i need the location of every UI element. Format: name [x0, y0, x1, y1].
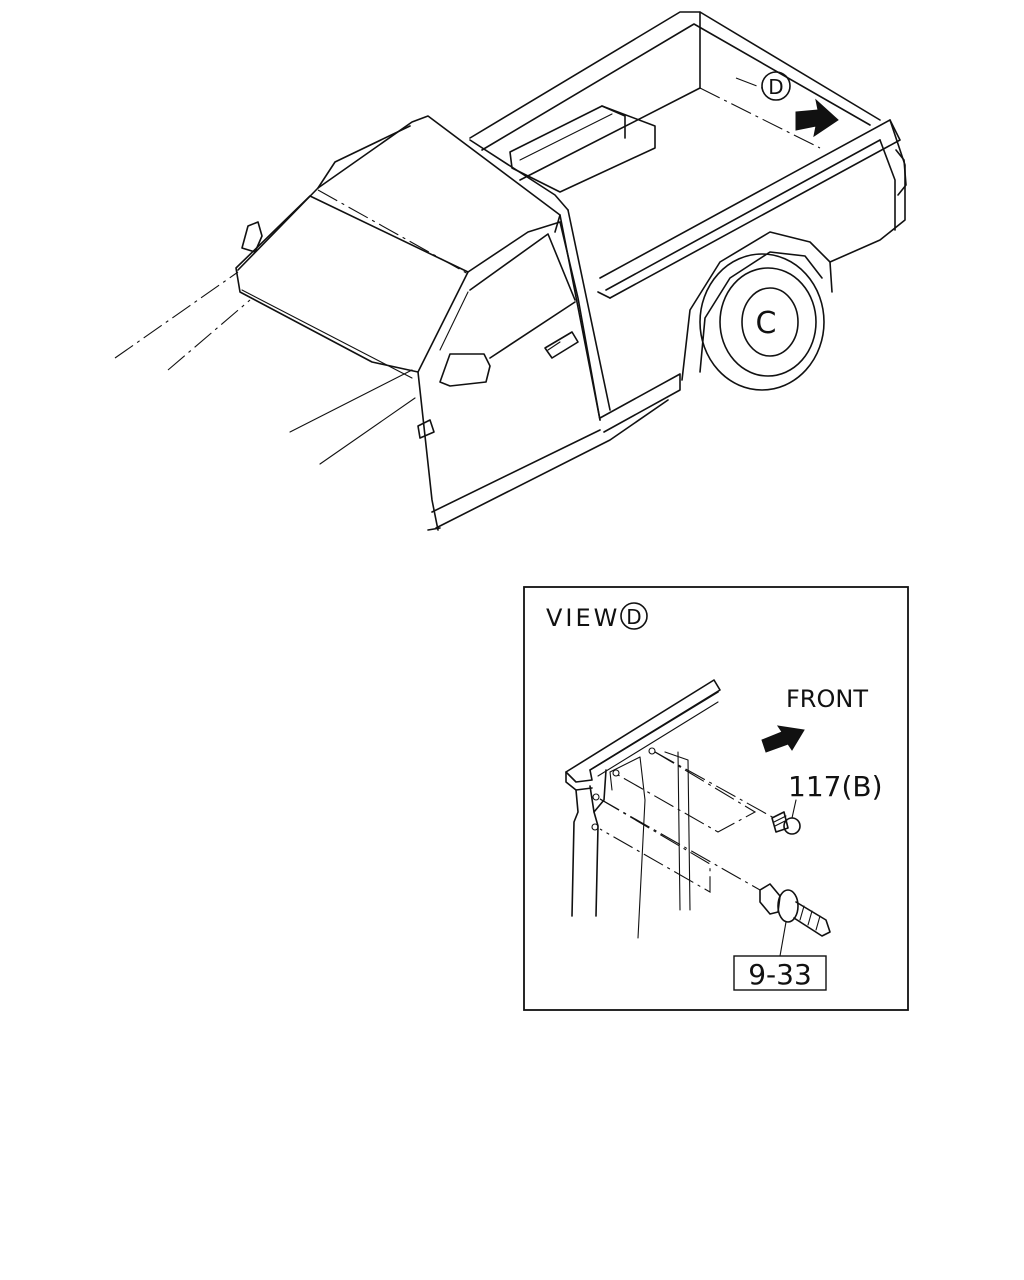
truck-overview: D C: [114, 11, 907, 531]
view-label: VIEW: [546, 604, 620, 632]
callout-d-circle: [761, 71, 791, 101]
view-letter-circle: [620, 602, 648, 630]
wheel-label: C: [756, 306, 777, 341]
detail-frame: [523, 586, 909, 1011]
front-arrow-icon: [795, 98, 839, 138]
rear-wheel: [699, 253, 825, 391]
callout-d-letter: D: [768, 75, 783, 99]
part-label-117b: 117(B): [788, 770, 883, 803]
front-direction-arrow-icon: [761, 725, 805, 753]
screw-117b: [771, 799, 801, 835]
ref-box: [733, 955, 827, 991]
view-letter: D: [626, 605, 641, 629]
ref-label-9-33: 9-33: [748, 958, 812, 991]
front-label: FRONT: [786, 685, 868, 713]
clip-9-33: [759, 883, 831, 957]
detail-view-d: VIEW D FRONT 117(B): [523, 586, 909, 1011]
